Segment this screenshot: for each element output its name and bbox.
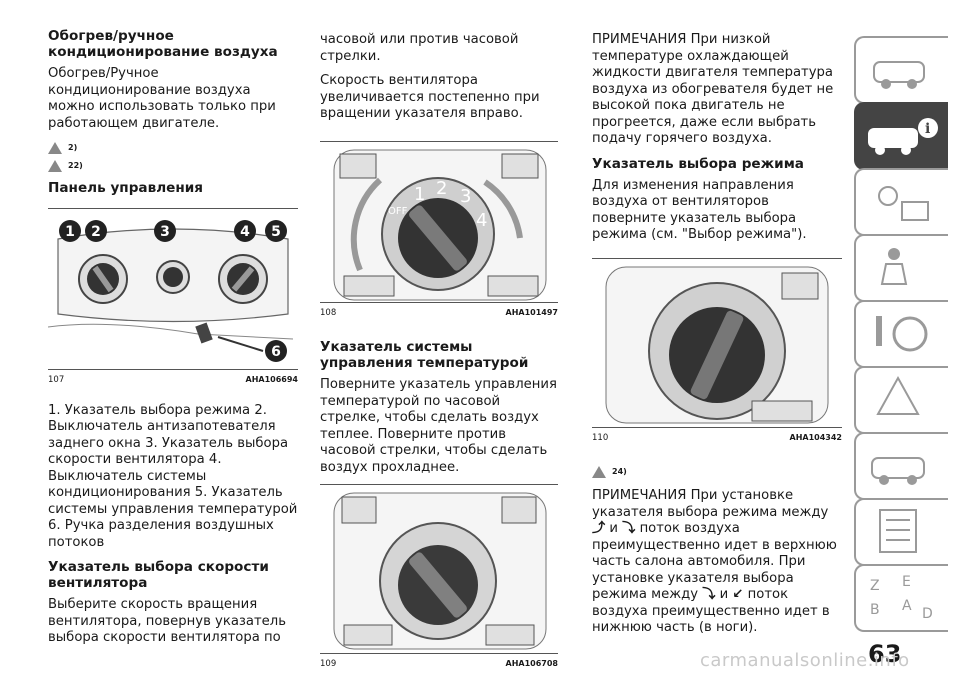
vent-mode-icon: ⤴ — [592, 521, 606, 536]
page-number: 63 — [868, 640, 902, 668]
warning-triangle-icon — [876, 375, 920, 415]
callout-5: 5 — [271, 224, 281, 240]
warning-ref-1: 2) — [48, 140, 298, 156]
car-service-icon — [871, 457, 925, 485]
note-coolant: ПРИМЕЧАНИЯ При низкой температуре охлажд… — [592, 32, 834, 146]
control-panel-illustration: 1 2 3 4 5 6 — [47, 220, 294, 362]
heading-control-panel: Панель управления — [48, 180, 204, 196]
para-heating-ac: Обогрев/Ручное кондиционирование воздуха… — [48, 66, 276, 131]
warning-icon — [48, 142, 62, 154]
fan-dial-illustration: OFF 1 2 3 4 — [333, 149, 547, 300]
column-1: Обогрев/ручное кондиционирование воздуха… — [47, 28, 298, 655]
heading-mode-select: Указатель выбора режима — [592, 155, 804, 172]
callout-2: 2 — [91, 224, 101, 240]
para-direction: часовой или против часовой стрелки. — [320, 32, 519, 64]
checklist-icon — [879, 509, 917, 553]
callout-6: 6 — [271, 344, 281, 360]
temperature-dial-illustration — [333, 492, 547, 650]
airbag-icon — [880, 248, 908, 285]
para-fan-speed: Выберите скорость вращения вентилятора, … — [48, 597, 286, 645]
tab-emergency[interactable] — [854, 366, 948, 434]
warning-ref-2: 22) — [48, 158, 298, 174]
para-temperature: Поверните указатель управления температу… — [320, 377, 557, 475]
para-mode-select: Для изменения направления воздуха от вен… — [592, 177, 807, 243]
tab-warning-lights[interactable] — [854, 168, 948, 236]
callout-1: 1 — [65, 224, 75, 240]
bilevel-mode-icon: ⤵ — [622, 521, 636, 536]
tab-car-info[interactable]: i — [854, 102, 948, 170]
car-icon — [873, 61, 925, 89]
svg-text:E: E — [902, 574, 911, 590]
figure-108-label: 108 AHA101497 — [320, 307, 558, 318]
heading-temperature: Указатель системы управления температуро… — [320, 339, 529, 371]
watermark: carmanualsonline.info — [700, 650, 910, 671]
svg-text:B: B — [870, 602, 880, 618]
dial-label-off: OFF — [388, 206, 408, 217]
note-mode: ПРИМЕЧАНИЯ При установке указателя выбор… — [592, 488, 837, 635]
column-2: часовой или против часовой стрелки. Скор… — [320, 28, 558, 673]
car-info-icon: i — [868, 118, 938, 155]
warning-lights-icon — [878, 186, 929, 221]
dial-label-1: 1 — [414, 184, 425, 205]
mode-dial-illustration — [605, 266, 829, 423]
para-fan-increase: Скорость вентилятора увеличивается посте… — [320, 73, 540, 121]
dial-label-2: 2 — [436, 178, 447, 199]
dial-label-3: 3 — [460, 186, 471, 207]
svg-text:Z: Z — [870, 578, 880, 594]
heading-fan-speed: Указатель выбора скорости вентилятора — [48, 559, 269, 591]
legend-text: 1. Указатель выбора режима 2. Выключател… — [48, 402, 298, 550]
floor-mode-icon: ↙ — [732, 587, 744, 602]
heading-heating-ac: Обогрев/ручное кондиционирование воздуха — [48, 28, 278, 60]
svg-text:D: D — [922, 606, 933, 622]
svg-text:A: A — [902, 598, 912, 614]
figure-107: 1 2 3 4 5 6 — [47, 208, 298, 370]
tab-technical-data[interactable] — [854, 498, 948, 566]
column-3: ПРИМЕЧАНИЯ При низкой температуре охлажд… — [592, 28, 842, 645]
tab-driving[interactable] — [854, 300, 948, 368]
warning-icon — [592, 466, 606, 478]
tab-maintenance[interactable] — [854, 432, 948, 500]
figure-108: OFF 1 2 3 4 — [320, 140, 558, 303]
tab-vehicle-overview[interactable] — [854, 36, 948, 104]
steering-wheel-icon — [876, 316, 928, 352]
bilevel-mode-icon: ⤵ — [702, 587, 716, 602]
figure-109 — [320, 484, 558, 654]
tab-safety[interactable] — [854, 234, 948, 302]
warning-icon — [48, 160, 62, 172]
svg-text:i: i — [925, 121, 930, 137]
figure-110 — [592, 257, 842, 428]
figure-110-label: 110 AHA104342 — [592, 432, 842, 443]
figure-109-label: 109 AHA106708 — [320, 659, 558, 669]
dial-label-4: 4 — [476, 210, 487, 231]
callout-3: 3 — [160, 224, 170, 240]
callout-4: 4 — [240, 224, 250, 240]
figure-107-label: 107 AHA106694 — [48, 375, 298, 385]
warning-ref-24: 24) — [592, 464, 842, 480]
